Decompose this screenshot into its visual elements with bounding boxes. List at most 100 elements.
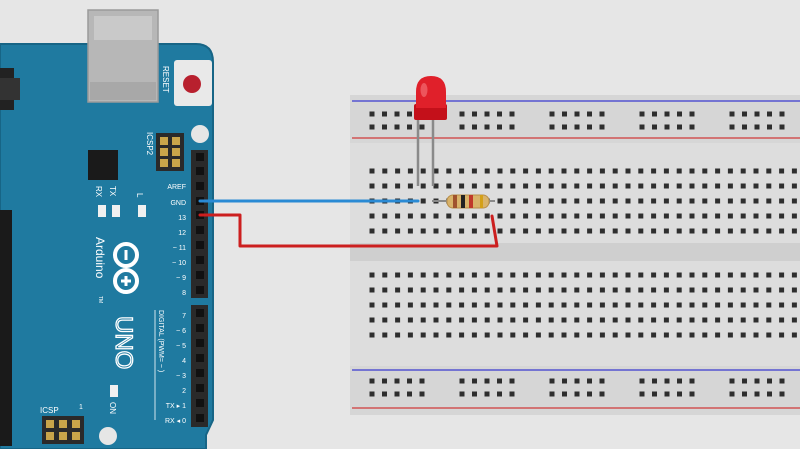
rail-hole [369, 111, 375, 117]
breadboard-hole [587, 183, 593, 189]
breadboard-hole [535, 317, 541, 323]
breadboard-hole [433, 317, 439, 323]
breadboard-hole [702, 272, 708, 278]
rail-hole [599, 378, 605, 384]
breadboard-hole [510, 198, 516, 204]
breadboard-hole [369, 228, 375, 234]
breadboard-hole [599, 228, 605, 234]
breadboard-hole [740, 332, 746, 338]
rail-hole [394, 391, 400, 397]
rail-hole [472, 111, 477, 117]
rail-hole [767, 124, 772, 130]
pin-socket[interactable] [196, 153, 204, 161]
rail-hole [677, 111, 682, 117]
breadboard-hole [382, 183, 388, 189]
led-body [416, 76, 446, 108]
rail-hole [779, 391, 785, 397]
breadboard-hole [689, 198, 695, 204]
breadboard-hole [791, 332, 797, 338]
breadboard-hole [459, 213, 465, 219]
rail-hole [369, 391, 375, 397]
breadboard-hole [651, 332, 657, 338]
breadboard-hole [663, 228, 669, 234]
breadboard-hole [471, 287, 477, 293]
pin-socket[interactable] [196, 399, 204, 407]
breadboard-hole [471, 332, 477, 338]
rail-hole [497, 111, 502, 117]
pin-socket[interactable] [196, 167, 204, 175]
breadboard-hole [791, 272, 797, 278]
usb-chip [88, 150, 118, 180]
breadboard-hole [689, 213, 695, 219]
breadboard-hole [510, 213, 516, 219]
breadboard-hole [689, 272, 695, 278]
breadboard-hole [497, 213, 503, 219]
resistor[interactable] [432, 194, 495, 209]
breadboard-hole [407, 168, 413, 174]
pin-socket[interactable] [196, 414, 204, 422]
breadboard-hole [676, 198, 682, 204]
rail-hole [562, 124, 567, 130]
breadboard-hole [625, 332, 631, 338]
rail-hole [382, 111, 387, 117]
pin-socket[interactable] [196, 256, 204, 264]
pin-socket[interactable] [196, 354, 204, 362]
breadboard-hole [638, 332, 644, 338]
rail-hole [754, 378, 760, 384]
breadboard-hole [753, 213, 759, 219]
breadboard-hole [689, 317, 695, 323]
breadboard-hole [766, 213, 772, 219]
rail-hole [587, 378, 592, 384]
wire-pin13-red[interactable] [198, 213, 499, 248]
breadboard-hole [599, 213, 605, 219]
breadboard-hole [766, 228, 772, 234]
breadboard-hole [740, 183, 746, 189]
pin-socket[interactable] [196, 182, 204, 190]
breadboard-holes [369, 111, 797, 397]
pin-socket[interactable] [196, 384, 204, 392]
breadboard-hole [702, 183, 708, 189]
breadboard-hole [459, 302, 465, 308]
rail-hole [677, 391, 682, 397]
breadboard-hole [766, 168, 772, 174]
breadboard-hole [523, 287, 529, 293]
pin-socket[interactable] [196, 286, 204, 294]
breadboard-hole [382, 332, 388, 338]
breadboard-hole [625, 228, 631, 234]
rail-hole [664, 378, 670, 384]
breadboard-hole [587, 287, 593, 293]
breadboard-hole [484, 332, 490, 338]
pin-label-1: TX ▸ 1 [166, 403, 186, 410]
breadboard-hole [791, 198, 797, 204]
pin-socket[interactable] [196, 226, 204, 234]
breadboard-hole [510, 272, 516, 278]
breadboard-hole [625, 272, 631, 278]
breadboard-hole [638, 302, 644, 308]
breadboard-hole [510, 287, 516, 293]
breadboard-hole [702, 198, 708, 204]
reset-button-cap[interactable] [183, 75, 201, 93]
rail-hole [509, 378, 515, 384]
breadboard-hole [689, 302, 695, 308]
l-led [138, 205, 146, 217]
breadboard-hole [574, 272, 580, 278]
pin-socket[interactable] [196, 241, 204, 249]
breadboard-hole [727, 272, 733, 278]
breadboard-hole [599, 272, 605, 278]
red-led[interactable] [414, 76, 447, 186]
pin-socket[interactable] [196, 324, 204, 332]
breadboard-hole [612, 317, 618, 323]
pin-socket[interactable] [196, 369, 204, 377]
breadboard-hole [407, 213, 413, 219]
rail-hole [779, 378, 785, 384]
pin-socket[interactable] [196, 309, 204, 317]
breadboard-hole [446, 302, 452, 308]
breadboard-hole [369, 213, 375, 219]
rail-hole [639, 124, 645, 130]
led-highlight [420, 83, 428, 97]
breadboard-hole [446, 332, 452, 338]
pin-socket[interactable] [196, 271, 204, 279]
pin-socket[interactable] [196, 339, 204, 347]
icsp-header [42, 416, 84, 444]
reset-button[interactable] [174, 60, 212, 106]
